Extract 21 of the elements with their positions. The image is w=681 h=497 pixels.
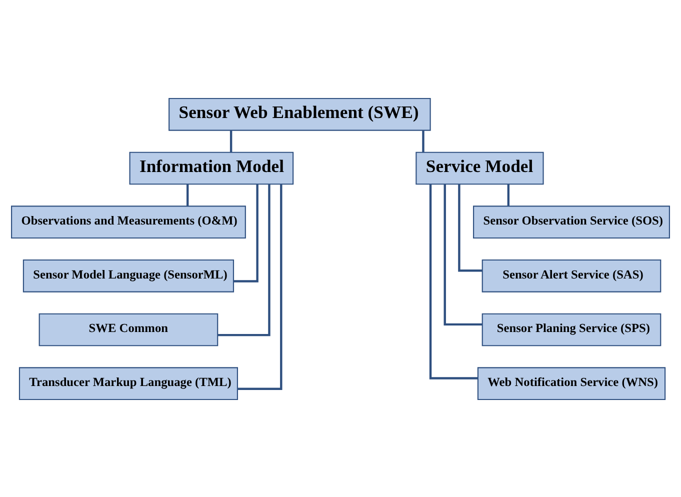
connector [507,184,510,206]
node-box: Service Model [416,151,544,184]
connector [429,184,478,379]
node-box: Web Notification Service (WNS) [477,366,666,400]
node-box: Sensor Web Enablement (SWE) [168,98,431,130]
node-box: Observations and Measurements (O&M) [11,205,246,238]
connector [422,130,424,152]
connector [234,184,258,282]
connector [458,184,482,272]
node-box: Sensor Observation Service (SOS) [473,205,670,238]
node-box: SWE Common [38,312,218,346]
connector [444,184,482,326]
connector [230,130,232,152]
connector [218,184,270,336]
connector [238,184,282,390]
node-box: Transducer Markup Language (TML) [18,366,238,400]
node-box: Sensor Alert Service (SAS) [482,259,662,292]
node-box: Information Model [129,151,294,184]
node-box: Sensor Planing Service (SPS) [482,312,662,346]
node-box: Sensor Model Language (SensorML) [22,259,234,292]
connector [186,184,189,206]
